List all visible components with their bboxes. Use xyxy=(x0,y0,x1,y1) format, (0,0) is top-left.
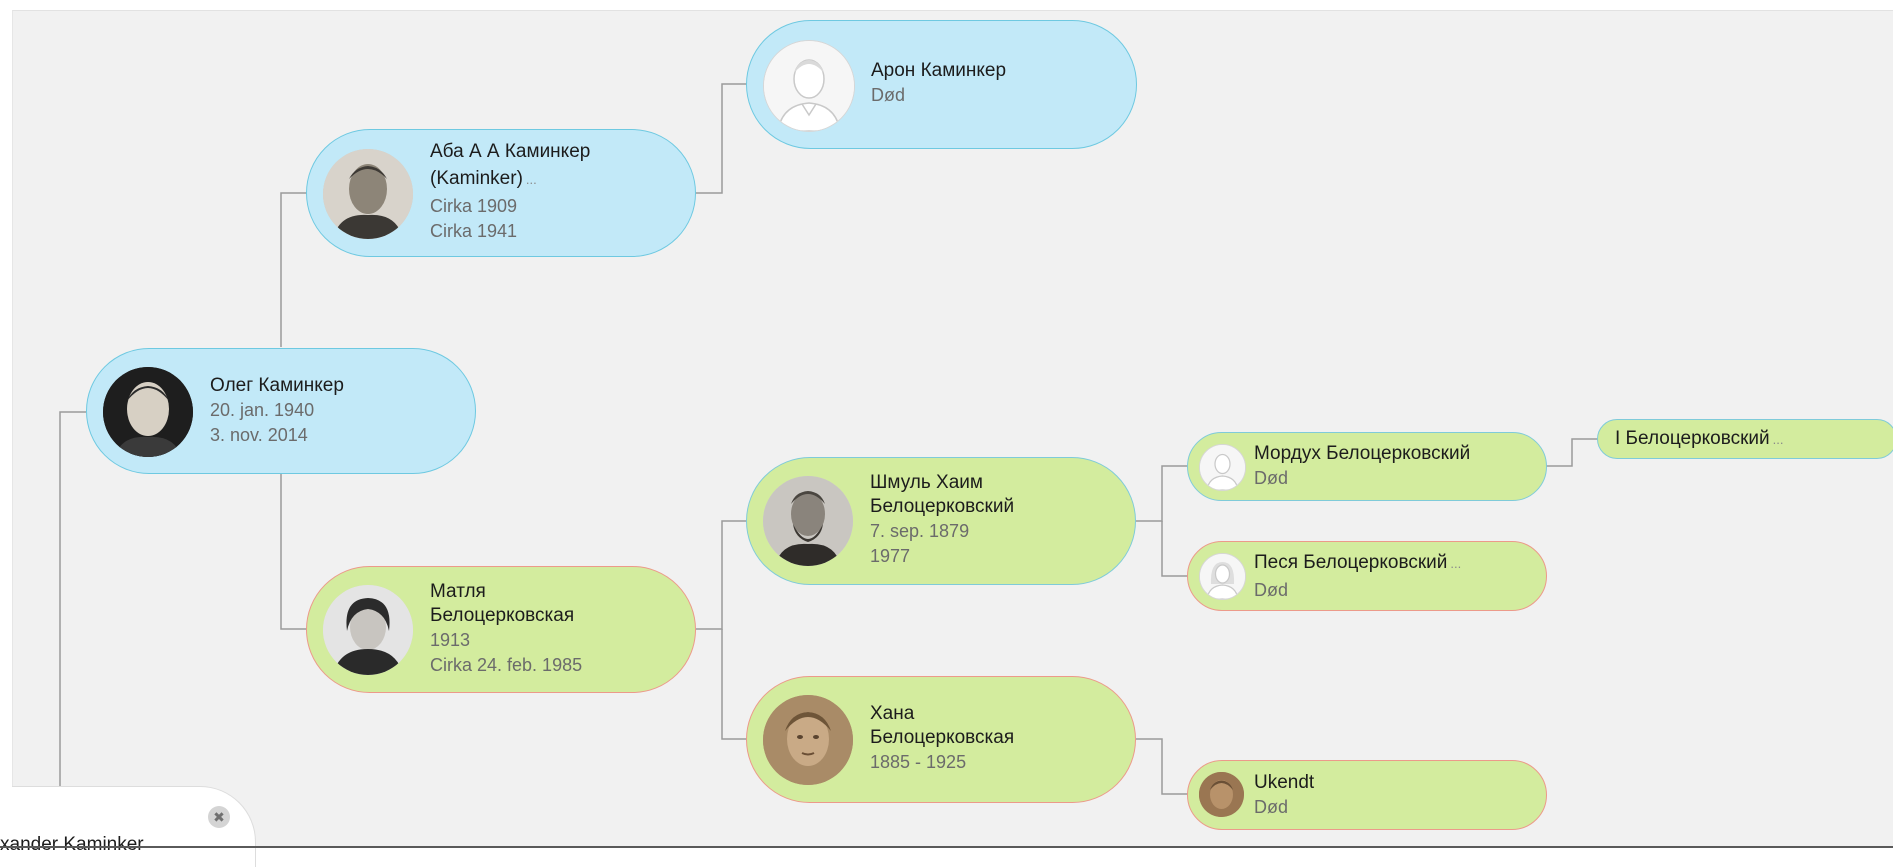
avatar-photo xyxy=(323,149,413,239)
birth-date: 20. jan. 1940 xyxy=(210,400,315,420)
avatar-photo xyxy=(763,695,853,785)
status-text: Død xyxy=(1254,468,1289,488)
person-card-shmul-khaim-belotserkovsky[interactable]: Шмуль Хаим Белоцерковский 7. sep. 1879 1… xyxy=(746,457,1136,585)
person-name: Мордух Белоцерковский xyxy=(1254,443,1471,464)
person-name-line-1: Матля xyxy=(430,581,486,602)
name-truncation: ... xyxy=(1772,432,1784,447)
person-name-line-2: (Kaminker)... xyxy=(430,168,537,189)
name-truncation: ... xyxy=(525,172,537,187)
bottom-divider xyxy=(0,846,1893,848)
person-name-line-2: Белоцерковский xyxy=(870,496,1015,517)
avatar-photo xyxy=(103,367,193,457)
person-card-hana-belotserkovskaya[interactable]: Хана Белоцерковская 1885 - 1925 xyxy=(746,676,1136,803)
death-date: 3. nov. 2014 xyxy=(210,425,308,445)
avatar-placeholder-male-icon xyxy=(763,40,855,132)
person-name-line-2: Белоцерковская xyxy=(870,727,1015,748)
person-card-mordukh-belotserkovsky[interactable]: Мордух Белоцерковский Død xyxy=(1187,432,1547,501)
status-text: Død xyxy=(1254,797,1289,817)
person-card-aba-kaminker[interactable]: Аба А А Каминкер (Kaminker)... Cirka 190… xyxy=(306,129,696,257)
person-card-matlya-belotserkovskaya[interactable]: Матля Белоцерковская 1913 Cirka 24. feb.… xyxy=(306,566,696,693)
person-name: Песя Белоцерковский... xyxy=(1254,552,1462,573)
person-card-aron-kaminker[interactable]: Арон Каминкер Død xyxy=(746,20,1137,149)
person-card-pesya-belotserkovsky[interactable]: Песя Белоцерковский... Død xyxy=(1187,541,1547,611)
status-text: Død xyxy=(871,85,906,105)
death-date: Cirka 24. feb. 1985 xyxy=(430,655,583,675)
birth-date: 1913 xyxy=(430,630,471,650)
birth-date: Cirka 1909 xyxy=(430,196,518,216)
avatar-photo xyxy=(323,585,413,675)
person-name-line-1: Аба А А Каминкер xyxy=(430,141,591,162)
selected-person-name: xander Kaminker xyxy=(0,834,144,855)
person-name: Олег Каминкер xyxy=(210,375,344,396)
person-name: I Белоцерковский... xyxy=(1615,428,1784,449)
person-card-ukendt[interactable]: Ukendt Død xyxy=(1187,760,1547,830)
birth-date: 7. sep. 1879 xyxy=(870,521,970,541)
avatar-placeholder-male-icon xyxy=(1199,444,1246,491)
name-truncation: ... xyxy=(1450,556,1462,571)
death-date: 1977 xyxy=(870,546,911,566)
person-name: Ukendt xyxy=(1254,772,1315,793)
person-name: Арон Каминкер xyxy=(871,60,1007,81)
person-name-line-1: Шмуль Хаим xyxy=(870,472,983,493)
person-name-line-1: Хана xyxy=(870,703,915,724)
person-card-i-belotserkovsky[interactable]: I Белоцерковский... xyxy=(1597,419,1893,459)
close-icon[interactable]: ✖ xyxy=(208,806,230,828)
person-card-oleg-kaminker[interactable]: Олег Каминкер 20. jan. 1940 3. nov. 2014 xyxy=(86,348,476,474)
avatar-photo xyxy=(1199,772,1244,817)
status-text: Død xyxy=(1254,580,1289,600)
death-date: Cirka 1941 xyxy=(430,221,518,241)
avatar-placeholder-female-icon xyxy=(1199,553,1246,600)
avatar-photo xyxy=(763,476,853,566)
life-span: 1885 - 1925 xyxy=(870,752,967,772)
person-name-line-2: Белоцерковская xyxy=(430,605,575,626)
